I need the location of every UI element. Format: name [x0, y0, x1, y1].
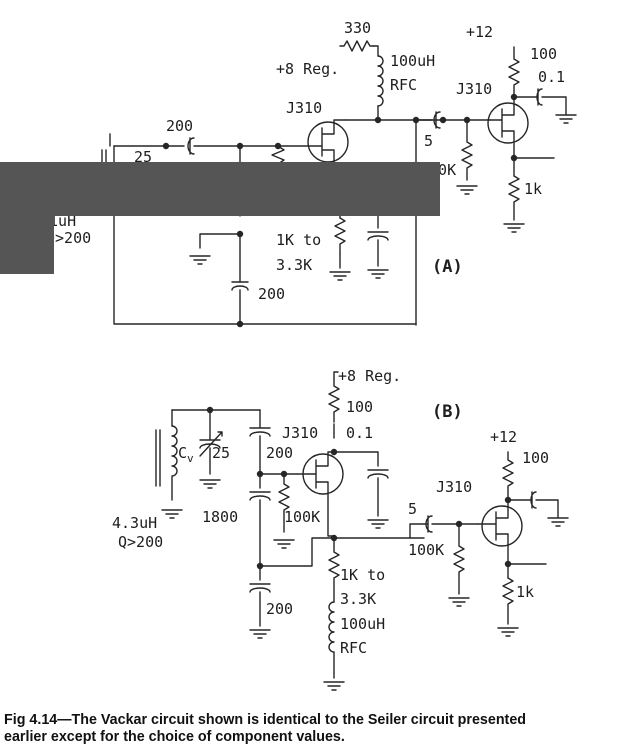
label-drain-res-a: 100 [530, 45, 557, 63]
resistor-1k-a [508, 175, 520, 221]
figure-caption: Fig 4.14—The Vackar circuit shown is ide… [4, 712, 634, 746]
label-coil-q-b: Q>200 [118, 533, 163, 551]
coil-tank-b [155, 425, 178, 501]
label-cap-gate-b: 200 [266, 444, 293, 462]
resistor-100k-b [453, 523, 465, 595]
label-supply-reg-a: +8 Reg. [276, 60, 339, 78]
caption-line-2: earlier except for the choice of compone… [4, 729, 345, 745]
redaction-block-left [0, 214, 54, 274]
resistor-1k-b [502, 577, 514, 625]
label-bypass-cap-a: 0.1 [538, 68, 565, 86]
label-coupling-cap-b: 5 [408, 500, 417, 518]
label-choke-type-b: RFC [340, 639, 367, 657]
label-source-res-b-2: 3.3K [340, 590, 376, 608]
rfc-choke-a [377, 55, 384, 107]
resistor-100-drain-b2 [502, 451, 514, 501]
resistor-100k-gate-b [278, 473, 290, 533]
section-label-b: (B) [432, 402, 463, 422]
label-source-res-a-2: 3.3K [276, 256, 312, 274]
fet-j310-a1 [307, 119, 349, 163]
label-cv: Cv [178, 444, 194, 465]
diagram-a: 330 +8 Reg. 100uH RFC J310 200 25 .1uH Q… [0, 19, 577, 328]
section-label-a: (A) [432, 257, 463, 277]
label-supply-12-a: +12 [466, 23, 493, 41]
schematic-canvas: 330 +8 Reg. 100uH RFC J310 200 25 .1uH Q… [0, 19, 577, 691]
label-bias-res-b: 100K [408, 541, 444, 559]
label-bypass-cap-b: 0.1 [346, 424, 373, 442]
label-fet2-a: J310 [456, 80, 492, 98]
resistor-100-drain-a [508, 46, 520, 98]
label-cap-1800: 1800 [202, 508, 238, 526]
rfc-choke-b [328, 601, 335, 679]
cap-200-bottom-a [231, 281, 249, 325]
resistor-100k-a [461, 119, 473, 181]
resistor-source-a [334, 217, 346, 255]
variable-cap-cv [199, 409, 223, 475]
label-cap-series-a: 200 [166, 117, 193, 135]
label-fet1-b: J310 [282, 424, 318, 442]
label-load-res-b: 1k [516, 583, 534, 601]
resistor-100-drain-b [328, 377, 340, 423]
label-choke-type-a: RFC [390, 76, 417, 94]
label-source-res-b: 1K to [340, 566, 385, 584]
label-330: 330 [344, 19, 371, 37]
label-load-res-a: 1k [524, 180, 542, 198]
label-gate-res-b: 100K [284, 508, 320, 526]
fet-j310-a2 [487, 96, 529, 159]
label-drain-res-b: 100 [346, 398, 373, 416]
label-cv-value: 25 [212, 444, 230, 462]
label-fet1-a: J310 [286, 99, 322, 117]
label-supply-12-b: +12 [490, 428, 517, 446]
label-coil-q-a: Q>200 [46, 229, 91, 247]
resistor-330 [339, 40, 375, 52]
label-supply-reg-b: +8 Reg. [338, 367, 401, 385]
label-drain-res-b2: 100 [522, 449, 549, 467]
label-coupling-cap-a: 5 [424, 132, 433, 150]
fet-j310-b2 [477, 499, 523, 565]
label-fet2-b: J310 [436, 478, 472, 496]
label-choke-value-b: 100uH [340, 615, 385, 633]
label-cap-var-a: 25 [134, 148, 152, 166]
diagram-b: +8 Reg. 100 0.1 (B) J310 Cv 25 200 1800 … [112, 367, 569, 691]
label-cap-bottom-a: 200 [258, 285, 285, 303]
caption-line-1: Fig 4.14—The Vackar circuit shown is ide… [4, 712, 527, 728]
resistor-source-b [328, 537, 340, 603]
redaction-block-wide [0, 162, 440, 216]
label-source-res-a: 1K to [276, 231, 321, 249]
label-choke-value-a: 100uH [390, 52, 435, 70]
label-coil-inductance-b: 4.3uH [112, 514, 157, 532]
label-cap-bottom-b: 200 [266, 600, 293, 618]
